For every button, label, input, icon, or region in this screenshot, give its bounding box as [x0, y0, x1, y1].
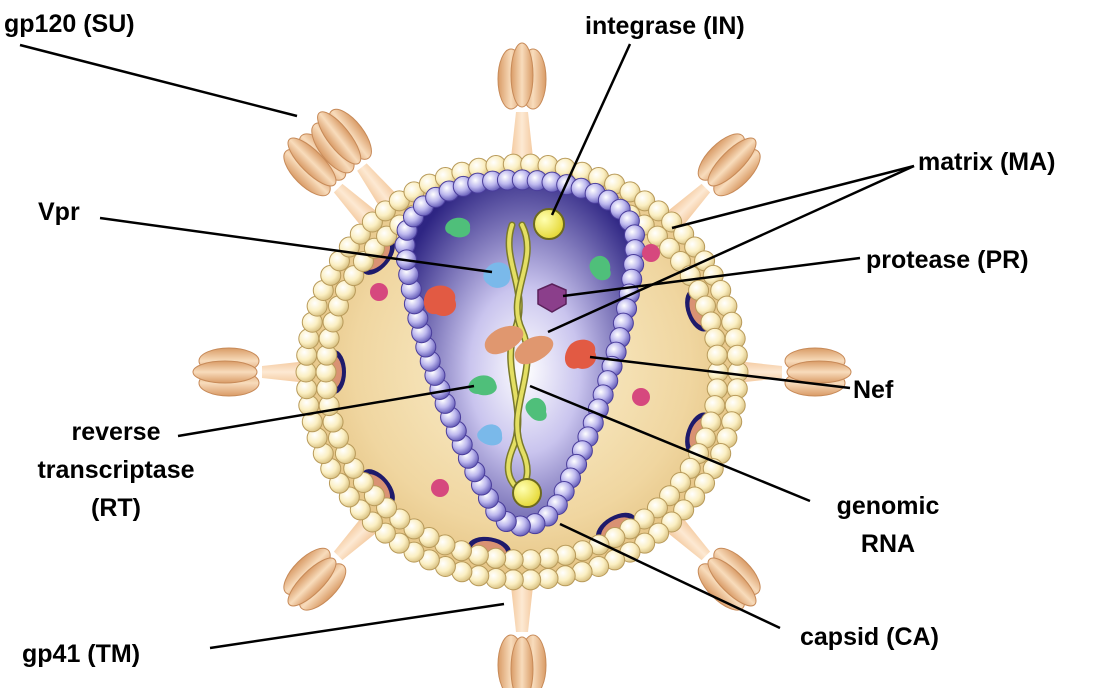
label-vpr: Vpr [38, 198, 80, 226]
spike [498, 577, 546, 688]
envelope-protein [370, 283, 388, 301]
spike [498, 43, 546, 167]
label-genomic-line2: RNA [861, 530, 915, 558]
label-gp120: gp120 (SU) [4, 10, 135, 38]
label-rt-line2: transcriptase [37, 456, 194, 484]
label-rt-line1: reverse [72, 418, 161, 446]
envelope-protein [632, 388, 650, 406]
integrase-ball-bottom [513, 479, 541, 507]
label-protease: protease (PR) [866, 246, 1029, 274]
label-nef: Nef [853, 376, 894, 404]
label-rt-line3: (RT) [91, 494, 141, 522]
nef-icon-2 [424, 285, 456, 316]
envelope-protein [642, 244, 660, 262]
label-matrix: matrix (MA) [918, 148, 1056, 176]
integrase-ball-top [534, 209, 564, 239]
label-gp41: gp41 (TM) [22, 640, 140, 668]
label-capsid: capsid (CA) [800, 623, 939, 651]
label-genomic-line1: genomic [837, 492, 940, 520]
label-integrase: integrase (IN) [585, 12, 745, 40]
envelope-protein [431, 479, 449, 497]
